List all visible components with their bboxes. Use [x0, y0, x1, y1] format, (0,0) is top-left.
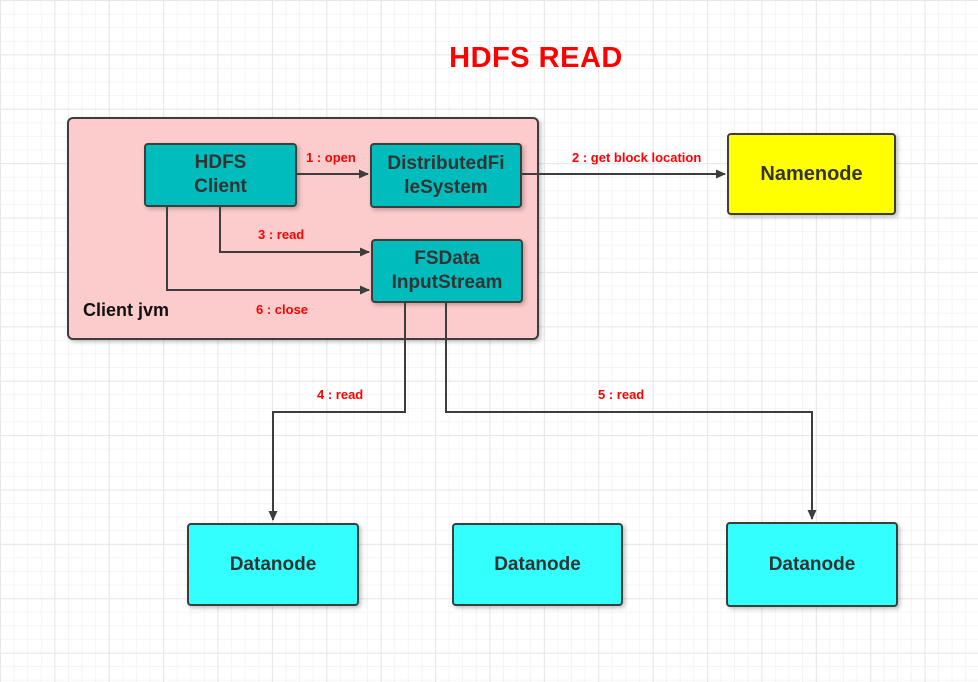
edge-label-5-read: 5 : read — [598, 387, 645, 402]
node-fsdata-input-stream: FSData InputStream — [371, 239, 523, 303]
diagram-title: HDFS READ — [449, 42, 623, 74]
node-namenode-label: Namenode — [760, 162, 863, 185]
node-dfs-line1: DistributedFi — [387, 152, 505, 174]
edge-label-2-get-block-location: 2 : get block location — [572, 150, 702, 165]
node-fsdata-line2: InputStream — [391, 272, 503, 293]
node-datanode-1-label: Datanode — [229, 553, 317, 575]
node-datanode-2-label: Datanode — [494, 553, 581, 575]
node-datanode-3: Datanode — [726, 522, 898, 607]
client-jvm-label: Client jvm — [83, 300, 170, 320]
node-hdfs-client-line1: HDFS — [194, 152, 247, 174]
edge-label-4-read: 4 : read — [317, 387, 364, 402]
node-fsdata-line1: FSData — [414, 248, 480, 270]
node-datanode-3-label: Datanode — [768, 553, 856, 575]
edge-label-3-read: 3 : read — [258, 227, 305, 242]
edge-label-1-open: 1 : open — [306, 150, 356, 165]
node-hdfs-client-line2: Client — [194, 176, 247, 197]
node-datanode-1: Datanode — [187, 523, 359, 606]
node-distributed-file-system: DistributedFi leSystem — [370, 143, 522, 208]
edge-label-6-close: 6 : close — [256, 302, 309, 317]
node-hdfs-client: HDFS Client — [144, 143, 297, 207]
node-namenode: Namenode — [727, 133, 896, 215]
node-datanode-2: Datanode — [452, 523, 623, 606]
node-dfs-line2: leSystem — [404, 176, 488, 198]
